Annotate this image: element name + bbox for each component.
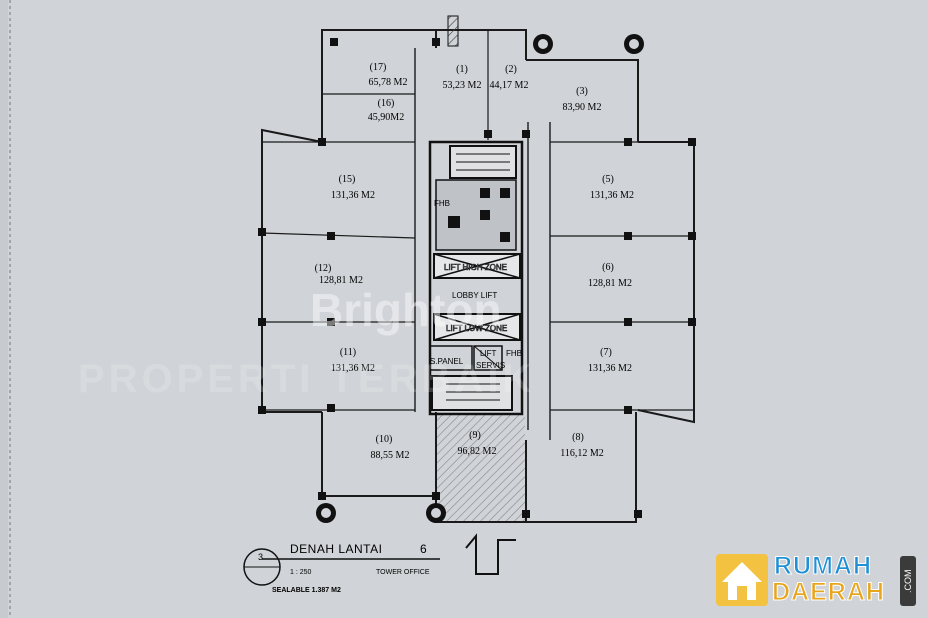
unit-2-area: 44,17 M2 [490,80,529,91]
unit-9-id: (9) [469,430,481,441]
title-floor: 6 [420,542,427,556]
unit-17-id: (17) [370,62,387,73]
unit-11-area: 131,36 M2 [331,363,375,374]
north-arrow [465,533,516,575]
wall-left-wing [261,128,323,413]
title-number: 3 [258,552,263,562]
unit-7-id: (7) [600,347,612,358]
unit-10-id: (10) [376,434,393,445]
unit-16-id: (16) [378,98,395,109]
unit-12-id: (12) [315,263,332,274]
central-core [428,140,524,416]
unit-3-area: 83,90 M2 [563,102,602,113]
unit-15-area: 131,36 M2 [331,190,375,201]
house-icon [716,554,768,606]
unit-5-id: (5) [602,174,614,185]
unit-6-id: (6) [602,262,614,273]
unit-9-area: 96,82 M2 [458,446,497,457]
title-sealable: SEALABLE 1.387 M2 [272,587,341,594]
fhb-label-2: FHB [506,349,522,358]
unit-3-id: (3) [576,86,588,97]
logo-word-1: RUMAH [773,552,873,580]
panel-label: S.PANEL [430,357,464,366]
fhb-label-1: FHB [434,199,450,208]
unit-11-id: (11) [340,347,356,358]
title-subtitle: TOWER OFFICE [376,569,430,576]
unit-16-area: 45,90M2 [368,112,404,123]
unit-8-area: 116,12 M2 [560,448,604,459]
unit-5-area: 131,36 M2 [590,190,634,201]
title-main: DENAH LANTAI [290,542,382,556]
unit-15-id: (15) [339,174,356,185]
unit-17-area: 65,78 M2 [369,77,408,88]
unit-1-id: (1) [456,64,468,75]
lift-low-zone-label: LIFT LOW ZONE [446,324,507,333]
title-block: 3 DENAH LANTAI 6 1 : 250 TOWER OFFICE SE… [243,542,440,594]
unit-10-area: 88,55 M2 [371,450,410,461]
unit-8-id: (8) [572,432,584,443]
wall-unit-8 [525,412,637,523]
unit-7-area: 131,36 M2 [588,363,632,374]
logo-word-2: DAERAH [772,578,885,606]
title-scale: 1 : 250 [290,569,312,576]
service-lift-label-1: LIFT [480,349,497,358]
unit-6-area: 128,81 M2 [588,278,632,289]
watermark-brand: Brighton [310,284,502,336]
unit-labels: (17) 65,78 M2 (1) 53,23 M2 (2) 44,17 M2 … [315,62,634,461]
core-labels: LIFT HIGH ZONE LOBBY LIFT LIFT LOW ZONE … [430,199,522,370]
unit-9-shading [437,414,525,521]
unit-12-area: 128,81 M2 [319,275,363,286]
unit-1-area: 53,23 M2 [443,80,482,91]
rumahdaerah-logo: RUMAH DAERAH .COM [716,552,916,608]
unit-2-id: (2) [505,64,517,75]
logo-suffix: .COM [900,556,916,606]
watermark-tagline: PROPERTI TERBAIK [78,357,535,401]
wall-unit-3 [526,59,639,142]
lift-high-zone-label: LIFT HIGH ZONE [444,263,507,272]
service-lift-label-2: SERVIS [476,361,505,370]
lobby-lift-label: LOBBY LIFT [452,291,497,300]
